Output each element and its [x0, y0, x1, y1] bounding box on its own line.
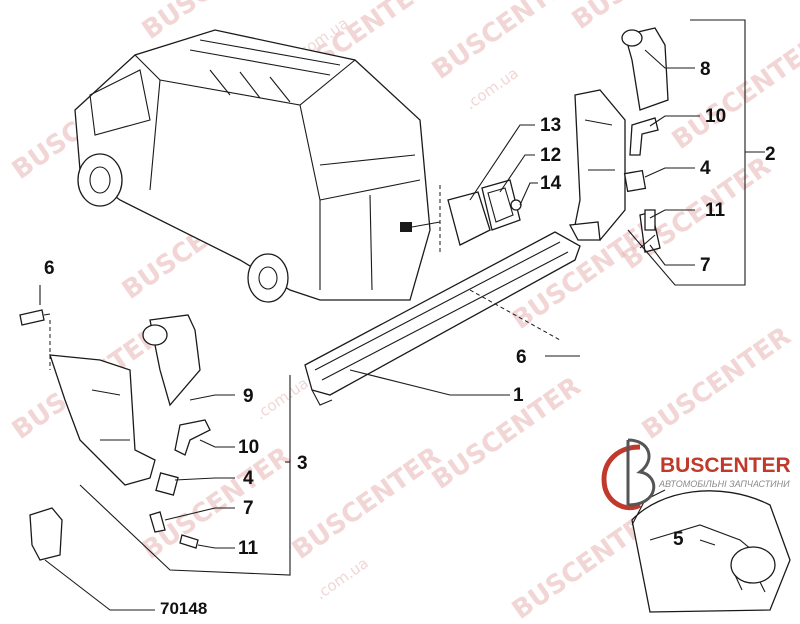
watermark-text: BUSCENTER — [667, 31, 800, 155]
watermark-suffix: .com.ua — [312, 554, 372, 603]
watermark-text: BUSCENTER — [637, 321, 797, 445]
watermark-text: BUSCENTER — [287, 441, 447, 565]
brand-logo: BUSCENTER АВТОМОБІЛЬНІ ЗАПЧАСТИНИ — [601, 438, 791, 511]
left-side-parts — [19, 309, 211, 561]
callout-labels: 1 2 3 4 4 5 6 6 7 7 8 9 10 10 11 11 12 1… — [44, 59, 776, 618]
detail-inset — [631, 490, 791, 613]
callout-14: 14 — [540, 173, 562, 194]
callout-2: 2 — [765, 144, 776, 165]
callout-12: 12 — [540, 145, 561, 166]
callout-1: 1 — [513, 385, 524, 406]
callout-3: 3 — [297, 453, 308, 474]
callout-11-right: 11 — [705, 200, 726, 221]
callout-10-right: 10 — [705, 106, 726, 127]
callout-10-left: 10 — [238, 437, 259, 458]
van-illustration — [74, 29, 441, 303]
watermark-suffix: .com.ua — [462, 64, 522, 113]
callout-7-right: 7 — [700, 255, 711, 276]
step-sill-part — [304, 231, 581, 406]
callout-6-sill: 6 — [516, 347, 527, 368]
watermark-suffix: .com.ua — [252, 374, 312, 423]
callout-6-left: 6 — [44, 258, 55, 279]
trim-cap-parts — [447, 179, 522, 246]
watermark-text: BUSCENTER — [427, 371, 587, 495]
callout-5: 5 — [673, 529, 684, 550]
callout-4-left: 4 — [243, 468, 254, 489]
watermark-text: BUSCENTER — [137, 441, 297, 565]
logo-tagline: АВТОМОБІЛЬНІ ЗАПЧАСТИНИ — [658, 479, 790, 489]
callout-13: 13 — [540, 115, 561, 136]
sticker-marker-icon — [400, 222, 412, 232]
logo-brand-text: BUSCENTER — [660, 454, 791, 477]
callout-11-left: 11 — [238, 538, 259, 559]
callout-7-left: 7 — [243, 498, 254, 519]
callout-9: 9 — [243, 386, 254, 407]
callout-4-right: 4 — [700, 158, 711, 179]
right-side-parts — [568, 27, 669, 253]
reference-number: 70148 — [160, 599, 207, 618]
leader-lines — [39, 19, 765, 611]
watermark-text: BUSCENTER — [617, 151, 777, 275]
callout-8: 8 — [700, 59, 711, 80]
